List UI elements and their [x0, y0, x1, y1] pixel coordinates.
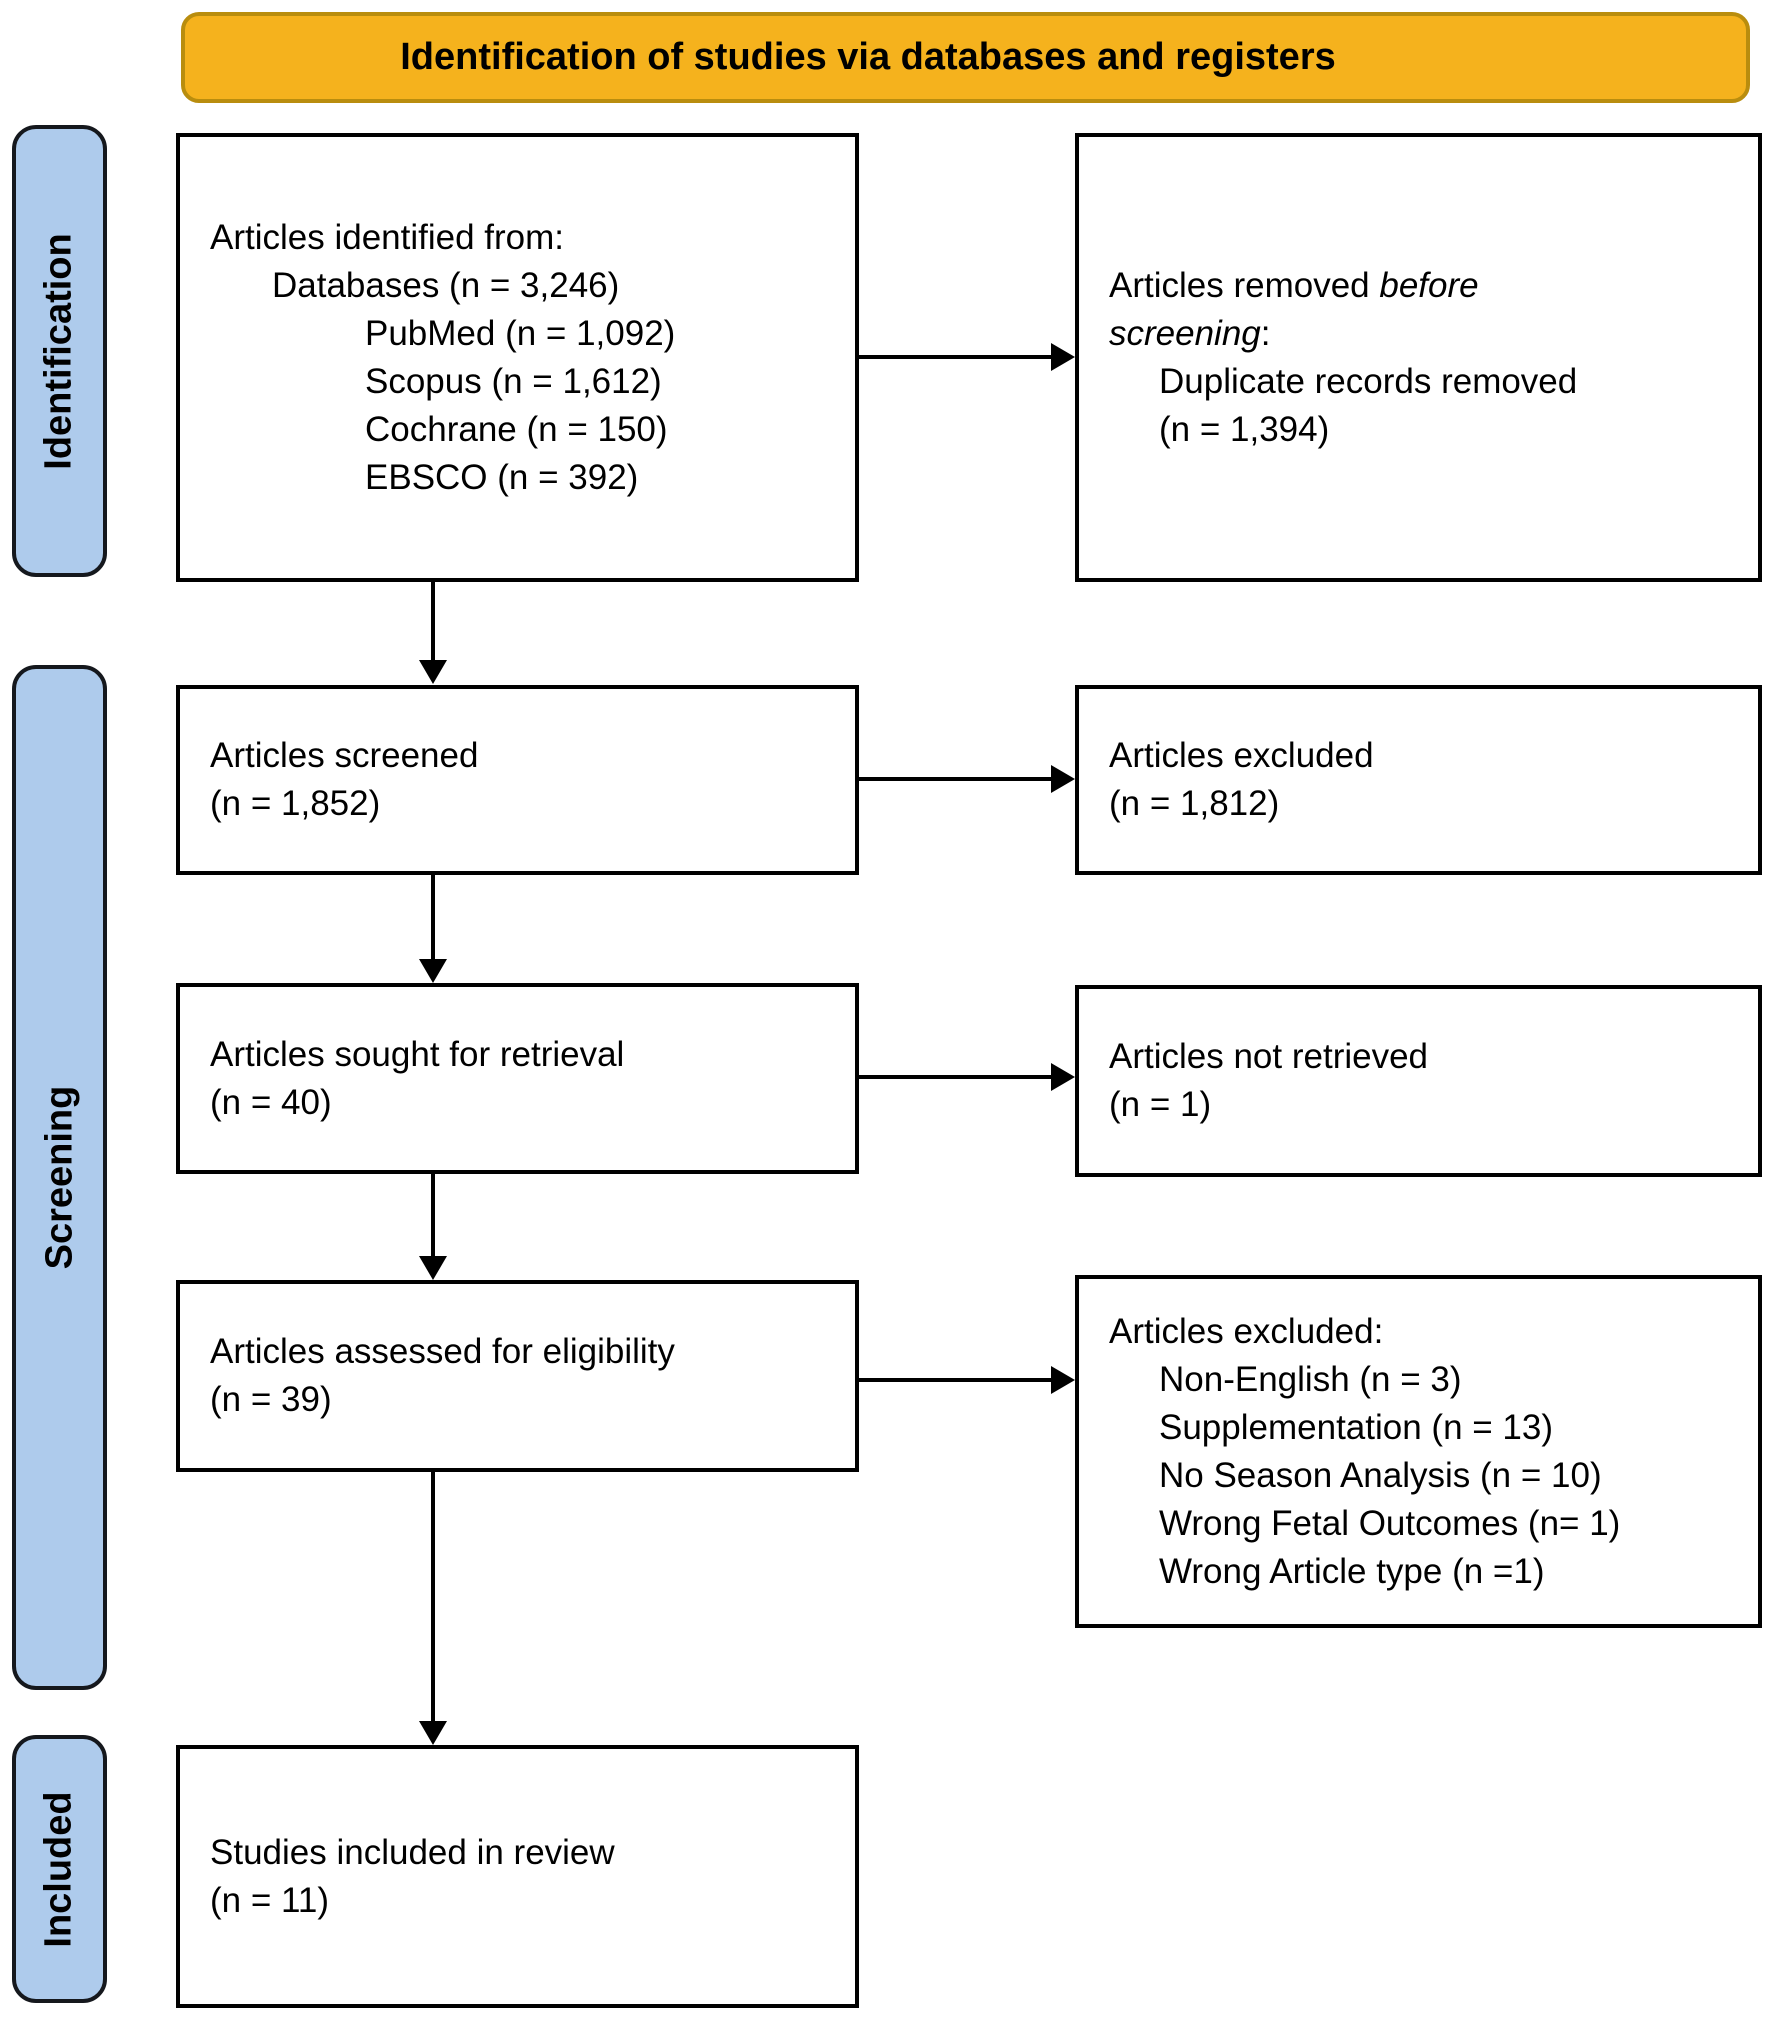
arrow-head-right-icon	[1051, 1366, 1075, 1394]
text-line: Cochrane (n = 150)	[365, 409, 668, 449]
arrow-head-down-icon	[419, 1256, 447, 1280]
screened-box: Articles screened (n = 1,852)	[176, 685, 859, 875]
sought-retrieval-box: Articles sought for retrieval (n = 40)	[176, 983, 859, 1174]
stage-label-screening-text: Screening	[38, 1085, 81, 1270]
arrow-identified-to-removed	[857, 343, 1075, 371]
text-line: Wrong Article type (n =1)	[1159, 1551, 1545, 1591]
arrow-assessed-to-excluded	[857, 1366, 1075, 1394]
arrow-head-right-icon	[1051, 343, 1075, 371]
stage-label-identification-text: Identification	[38, 232, 81, 470]
arrow-shaft	[857, 1075, 1053, 1079]
arrow-screened-to-excluded	[857, 765, 1075, 793]
arrow-shaft	[857, 777, 1053, 781]
stage-label-included: Included	[12, 1735, 107, 2003]
arrow-head-right-icon	[1051, 1063, 1075, 1091]
arrow-identified-to-screened	[419, 580, 447, 684]
removed-before-screening-box: Articles removed before screening: Dupli…	[1075, 133, 1762, 582]
text-line: Databases (n = 3,246)	[272, 265, 620, 305]
text-line: Wrong Fetal Outcomes (n= 1)	[1159, 1503, 1621, 1543]
text-line: Articles identified from:	[210, 217, 565, 257]
text-line: EBSCO (n = 392)	[365, 457, 639, 497]
identified-box: Articles identified from: Databases (n =…	[176, 133, 859, 582]
arrow-shaft	[431, 1172, 435, 1258]
arrow-assessed-to-included	[419, 1470, 447, 1745]
arrow-head-down-icon	[419, 1721, 447, 1745]
text-line: PubMed (n = 1,092)	[365, 313, 676, 353]
text-segment: :	[1260, 313, 1271, 353]
text-line: (n = 1,812)	[1109, 784, 1280, 823]
text-line: Articles sought for retrieval	[210, 1034, 625, 1074]
text-line: Non-English (n = 3)	[1159, 1359, 1462, 1399]
arrow-screened-to-sought	[419, 873, 447, 983]
text-line: (n = 11)	[210, 1880, 329, 1920]
text-line: Articles not retrieved	[1109, 1037, 1429, 1076]
excluded-screening-box: Articles excluded (n = 1,812)	[1075, 685, 1762, 875]
text-line: Articles excluded:	[1109, 1311, 1384, 1351]
text-line: (n = 40)	[210, 1082, 332, 1122]
text-segment-italic: before	[1379, 265, 1479, 305]
text-line: Articles excluded	[1109, 736, 1374, 775]
text-line: (n = 1)	[1109, 1085, 1212, 1124]
text-line: Articles screened	[210, 736, 479, 775]
text-segment: Articles removed	[1109, 265, 1380, 305]
text-line: Studies included in review	[210, 1832, 615, 1872]
text-line: (n = 1,852)	[210, 784, 381, 823]
assessed-eligibility-box: Articles assessed for eligibility (n = 3…	[176, 1280, 859, 1472]
included-box: Studies included in review (n = 11)	[176, 1745, 859, 2008]
stage-label-included-text: Included	[38, 1790, 81, 1948]
stage-label-identification: Identification	[12, 125, 107, 577]
banner-title: Identification of studies via databases …	[400, 36, 1336, 78]
not-retrieved-box: Articles not retrieved (n = 1)	[1075, 985, 1762, 1177]
arrow-sought-to-assessed	[419, 1172, 447, 1280]
arrow-shaft	[857, 355, 1053, 359]
text-line: (n = 39)	[210, 1380, 332, 1419]
text-line: Articles removed before	[1109, 262, 1669, 310]
arrow-shaft	[431, 1470, 435, 1723]
stage-label-screening: Screening	[12, 665, 107, 1690]
text-line: Supplementation (n = 13)	[1159, 1407, 1554, 1447]
header-banner: Identification of studies via databases …	[181, 12, 1750, 103]
text-line: Scopus (n = 1,612)	[365, 361, 662, 401]
text-line: Duplicate records removed	[1159, 361, 1578, 401]
arrow-shaft	[857, 1378, 1053, 1382]
text-line: screening:	[1109, 310, 1750, 358]
arrow-head-down-icon	[419, 959, 447, 983]
excluded-eligibility-box: Articles excluded: Non-English (n = 3) S…	[1075, 1275, 1762, 1628]
text-segment-italic: screening	[1109, 313, 1261, 353]
arrow-shaft	[431, 873, 435, 961]
text-line: Articles assessed for eligibility	[210, 1332, 675, 1371]
arrow-head-down-icon	[419, 660, 447, 684]
text-line: No Season Analysis (n = 10)	[1159, 1455, 1602, 1495]
text-line: (n = 1,394)	[1159, 409, 1330, 449]
arrow-shaft	[431, 580, 435, 662]
arrow-sought-to-not-retrieved	[857, 1063, 1075, 1091]
arrow-head-right-icon	[1051, 765, 1075, 793]
